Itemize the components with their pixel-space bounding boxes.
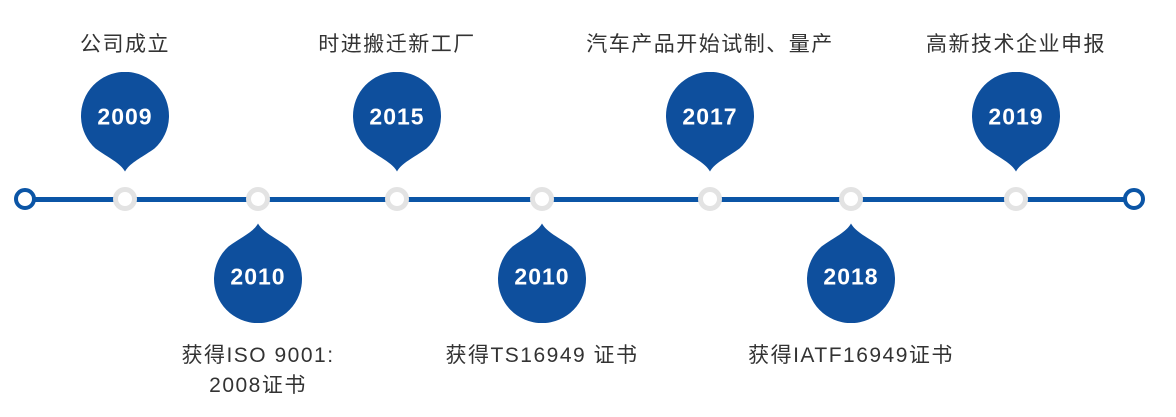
teardrop-shape <box>972 72 1060 172</box>
event-year: 2019 <box>988 103 1044 130</box>
teardrop-shape <box>214 223 302 323</box>
event-label: 汽车产品开始试制、量产 <box>570 30 850 60</box>
year-balloon-icon: 2010 <box>491 223 593 323</box>
teardrop-shape <box>666 72 754 172</box>
timeline-node-2010b <box>530 187 554 211</box>
event-year: 2009 <box>97 103 153 130</box>
timeline-end-dot <box>1123 188 1145 210</box>
timeline-event-2010-iso: 2010 获得ISO 9001: 2008证书 <box>118 0 398 417</box>
year-balloon-icon: 2018 <box>800 223 902 323</box>
timeline-event-2015: 时进搬迁新工厂 2015 <box>257 0 537 417</box>
year-balloon-icon: 2017 <box>659 72 761 172</box>
event-label-line: 获得TS16949 证书 <box>445 344 639 367</box>
teardrop-shape <box>353 72 441 172</box>
event-label-line: 公司成立 <box>80 33 170 56</box>
year-balloon-icon: 2010 <box>207 223 309 323</box>
event-label: 获得ISO 9001: 2008证书 <box>118 341 398 401</box>
event-label: 公司成立 <box>0 30 265 60</box>
timeline-node-2015 <box>385 187 409 211</box>
event-label-line: 汽车产品开始试制、量产 <box>586 33 834 56</box>
event-label: 获得TS16949 证书 <box>402 341 682 371</box>
teardrop-shape <box>81 72 169 172</box>
teardrop-shape <box>498 223 586 323</box>
timeline-axis <box>25 197 1134 202</box>
event-label-line: 2008证书 <box>209 374 307 397</box>
year-balloon-icon: 2015 <box>346 72 448 172</box>
event-year: 2018 <box>823 263 879 290</box>
event-label-line: 时进搬迁新工厂 <box>318 33 476 56</box>
event-label-line: 获得IATF16949证书 <box>748 344 954 367</box>
event-label-line: 高新技术企业申报 <box>926 33 1106 56</box>
timeline-node-2010a <box>246 187 270 211</box>
timeline-event-2009: 公司成立 2009 <box>0 0 265 417</box>
timeline-node-2019 <box>1004 187 1028 211</box>
teardrop-shape <box>807 223 895 323</box>
event-year: 2017 <box>682 103 738 130</box>
event-label: 获得IATF16949证书 <box>711 341 991 371</box>
event-label: 时进搬迁新工厂 <box>257 30 537 60</box>
year-balloon-icon: 2009 <box>74 72 176 172</box>
event-year: 2010 <box>514 263 570 290</box>
timeline-event-2019: 高新技术企业申报 2019 <box>876 0 1156 417</box>
timeline-node-2018 <box>839 187 863 211</box>
year-balloon-icon: 2019 <box>965 72 1067 172</box>
timeline-event-2018: 2018 获得IATF16949证书 <box>711 0 991 417</box>
event-year: 2010 <box>230 263 286 290</box>
event-label: 高新技术企业申报 <box>876 30 1156 60</box>
timeline-event-2010-ts: 2010 获得TS16949 证书 <box>402 0 682 417</box>
timeline-node-2017 <box>698 187 722 211</box>
event-year: 2015 <box>369 103 425 130</box>
event-label-line: 获得ISO 9001: <box>181 344 335 367</box>
timeline-event-2017: 汽车产品开始试制、量产 2017 <box>570 0 850 417</box>
timeline-start-dot <box>14 188 36 210</box>
timeline-node-2009 <box>113 187 137 211</box>
